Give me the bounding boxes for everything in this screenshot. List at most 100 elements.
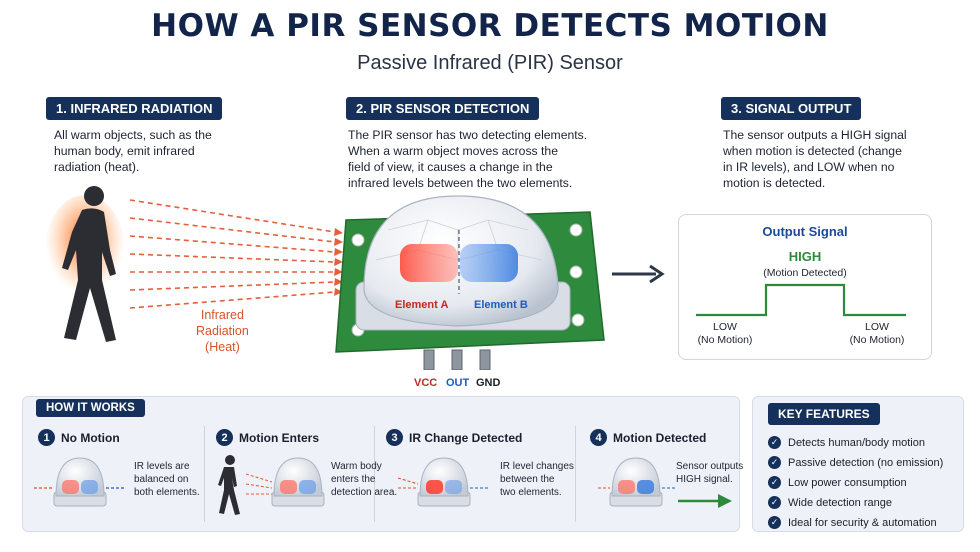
output-signal-waveform [696,283,906,317]
low-right-text: LOW [865,321,889,333]
step-4-title: 4 Motion Detected [590,429,706,446]
high-label: HIGH [788,249,822,264]
step-desc-line: enters the [331,474,376,485]
pir-sensor-module [335,195,605,370]
infrared-label-line: (Heat) [205,340,240,354]
feature-text: Ideal for security & automation [788,516,937,529]
page-title: HOW A PIR SENSOR DETECTS MOTION [151,8,829,44]
step-title-text: Motion Enters [239,430,319,445]
section-3-line: motion is detected. [723,176,826,190]
section-3-description: The sensor outputs a HIGH signal when mo… [723,127,907,191]
pin-out-label: OUT [446,377,470,389]
step-2-title: 2 Motion Enters [216,429,319,446]
step-title-text: IR Change Detected [409,430,523,445]
infrared-ray-arrowheads [334,228,343,296]
mount-hole [569,223,583,237]
mount-hole [569,265,583,279]
step-divider [204,426,205,522]
step-desc-line: detection area. [331,487,398,498]
check-icon: ✓ [768,476,781,489]
step-desc-line: balanced on [134,474,189,485]
feature-text: Low power consumption [788,476,907,489]
green-arrow-right-icon [678,494,732,508]
step-desc-line: two elements. [500,487,562,498]
page-subtitle: Passive Infrared (PIR) Sensor [357,52,623,74]
step-3-description: IR level changes between the two element… [500,460,574,499]
step-2-description: Warm body enters the detection area. [331,460,397,499]
step-title-text: No Motion [61,430,120,445]
element-a-shape [400,244,458,282]
mount-hole [571,313,585,327]
header-pins [423,349,491,370]
step-number-badge: 2 [216,429,233,446]
output-signal-title: Output Signal [762,224,848,239]
step-1-sensor-illustration [34,457,125,507]
section-2-pill: 2. PIR SENSOR DETECTION [346,97,540,120]
section-1-description: All warm objects, such as the human body… [54,127,212,175]
infrared-label-line: Infrared [200,308,244,322]
feature-text: Wide detection range [788,496,892,509]
arrow-right-icon [612,264,665,284]
step-desc-line: both elements. [134,487,200,498]
section-2-line: The PIR sensor has two detecting element… [348,128,588,142]
low-right-label: LOW (No Motion) [848,321,906,347]
infrared-label-line: Radiation [196,324,249,338]
step-desc-line: HIGH signal. [676,474,733,485]
step-3-sensor-illustration [397,457,490,507]
feature-text: Passive detection (no emission) [788,456,944,469]
person-silhouette-icon [62,186,116,342]
key-features-pill: KEY FEATURES [768,403,880,425]
low-right-subtext: (No Motion) [849,334,905,346]
step-1-description: IR levels are balanced on both elements. [134,460,200,499]
step-3-title: 3 IR Change Detected [386,429,522,446]
low-left-text: LOW [713,321,737,333]
section-1-line: radiation (heat). [54,160,140,174]
feature-item: ✓ Passive detection (no emission) [768,456,943,469]
output-signal-panel [678,214,932,360]
section-1-pill: 1. INFRARED RADIATION [46,97,223,120]
check-icon: ✓ [768,496,781,509]
feature-item: ✓ Low power consumption [768,476,907,489]
section-3-pill: 3. SIGNAL OUTPUT [721,97,862,120]
section-3-line: in IR levels), and LOW when no [723,160,895,174]
step-number-badge: 3 [386,429,403,446]
high-sublabel: (Motion Detected) [763,267,847,279]
section-1-line: All warm objects, such as the [54,128,212,142]
section-1-line: human body, emit infrared [54,144,195,158]
section-3-line: when motion is detected (change [723,144,902,158]
step-desc-line: Sensor outputs [676,461,744,472]
mount-hole [351,233,365,247]
section-2-line: infrared levels between the two elements… [348,176,573,190]
element-b-shape [460,244,518,282]
feature-text: Detects human/body motion [788,436,925,449]
step-4-sensor-illustration [598,457,676,507]
step-divider [374,426,375,522]
step-4-description: Sensor outputs HIGH signal. [676,460,743,486]
step-desc-line: between the [500,474,555,485]
element-b-label: Element B [474,299,528,311]
how-it-works-pill: HOW IT WORKS [36,399,145,417]
pin-vcc-label: VCC [414,377,438,389]
infrared-radiation-label: Infrared Radiation (Heat) [196,307,249,355]
step-number-badge: 4 [590,429,607,446]
small-person-icon [218,455,240,515]
element-a-label: Element A [395,299,449,311]
infrared-rays [129,199,336,309]
step-desc-line: Warm body [331,461,382,472]
step-1-title: 1 No Motion [38,429,120,446]
small-ir-rays [245,473,273,495]
low-left-label: LOW (No Motion) [696,321,754,347]
check-icon: ✓ [768,456,781,469]
walking-person-illustration [45,186,343,342]
section-2-description: The PIR sensor has two detecting element… [348,127,587,191]
feature-item: ✓ Detects human/body motion [768,436,925,449]
step-desc-line: IR levels are [134,461,190,472]
pin-gnd-label: GND [476,377,501,389]
section-2-line: field of view, it causes a change in the [348,160,553,174]
feature-item: ✓ Ideal for security & automation [768,516,937,529]
check-icon: ✓ [768,436,781,449]
section-3-line: The sensor outputs a HIGH signal [723,128,907,142]
section-2-line: When a warm object moves across the [348,144,558,158]
step-number-badge: 1 [38,429,55,446]
step-2-sensor-illustration [218,455,325,515]
